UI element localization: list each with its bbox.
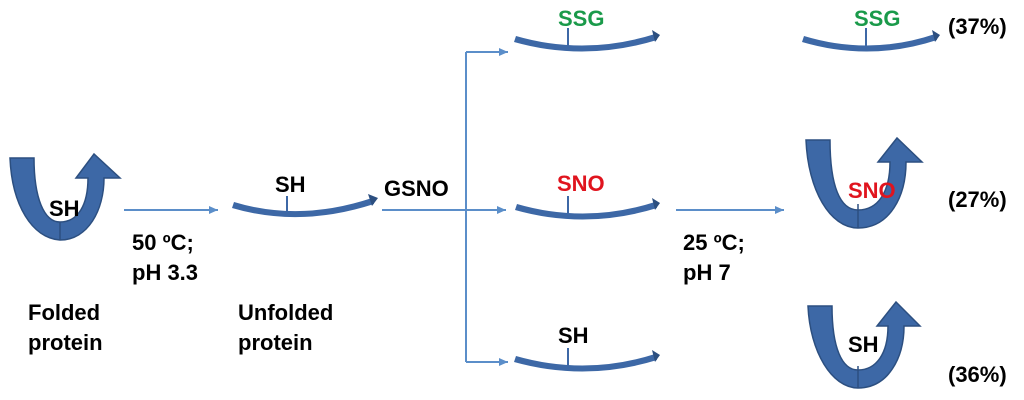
unfolded-label-line1: Unfolded <box>238 300 333 325</box>
branch-sno-label: SNO <box>557 171 605 196</box>
result-ssg-label: SSG <box>854 6 900 31</box>
branch-sno-shape <box>515 196 660 220</box>
folded-sh-label: SH <box>49 196 80 221</box>
folded-label-line1: Folded <box>28 300 100 325</box>
unfolded-label-line2: protein <box>238 330 313 355</box>
branch-ssg-shape <box>514 28 660 52</box>
result-sh-shape <box>807 300 922 389</box>
branch-arrows <box>382 48 508 366</box>
gsno-label: GSNO <box>384 176 449 201</box>
branch-sh-shape <box>514 348 660 372</box>
branch-ssg-label: SSG <box>558 6 604 31</box>
result-ssg-percent: (37%) <box>948 14 1007 39</box>
step1-temp-label: 50 ºC; <box>132 230 194 255</box>
step2-temp-label: 25 ºC; <box>683 230 745 255</box>
branch-sh-label: SH <box>558 323 589 348</box>
result-sno-label: SNO <box>848 178 896 203</box>
step2-ph-label: pH 7 <box>683 260 731 285</box>
unfolded-sh-label: SH <box>275 172 306 197</box>
result-sh-percent: (36%) <box>948 362 1007 387</box>
unfolded-protein-shape <box>232 194 378 218</box>
result-sno-shape <box>805 136 924 229</box>
result-sno-percent: (27%) <box>948 187 1007 212</box>
result-ssg-shape <box>802 28 940 52</box>
folded-label-line2: protein <box>28 330 103 355</box>
folded-protein-shape <box>9 152 122 241</box>
result-sh-label: SH <box>848 332 879 357</box>
step1-ph-label: pH 3.3 <box>132 260 198 285</box>
